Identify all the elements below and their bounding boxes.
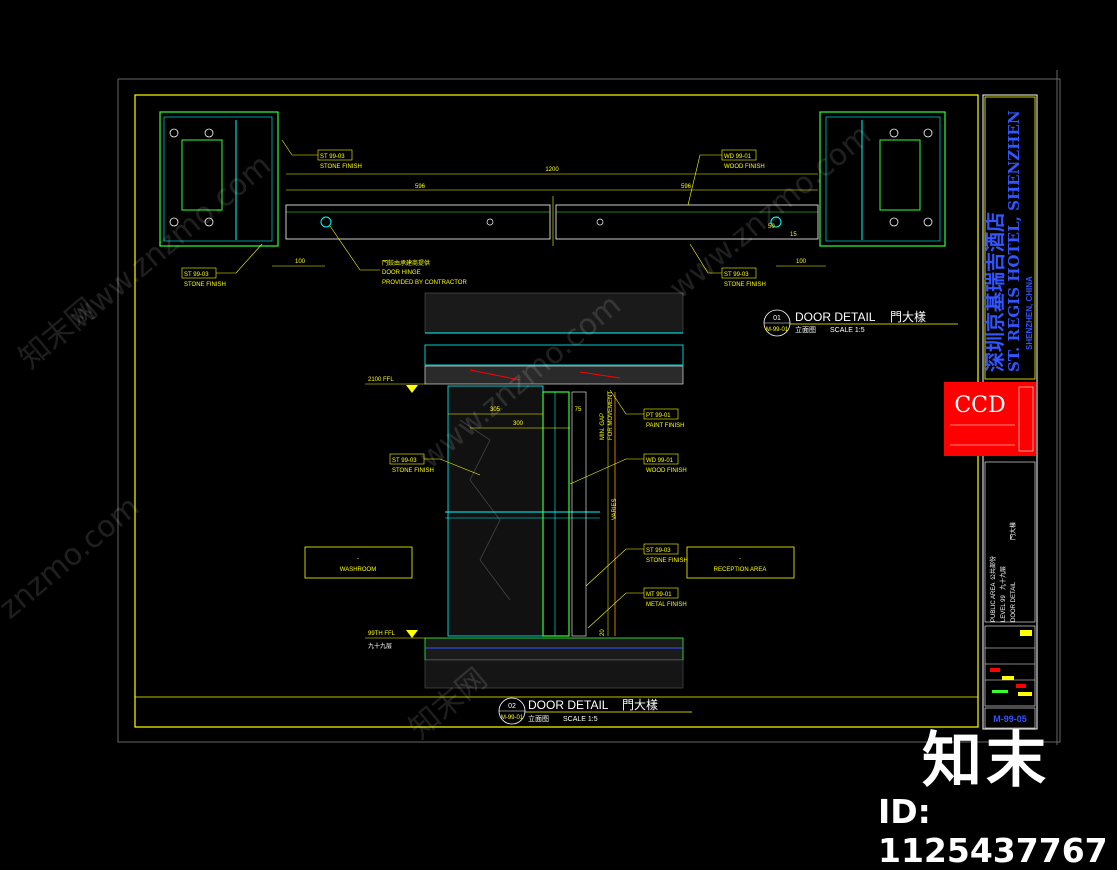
detail02-subtitle: 立面图 xyxy=(528,714,549,723)
level-en: LEVEL 99 xyxy=(1001,595,1007,622)
min-gap-2: FOR MOVEMENT xyxy=(608,391,614,440)
tag-st-left-sub: STONE FINISH xyxy=(392,468,434,474)
tag-st-right-sub: STONE FINISH xyxy=(646,558,688,564)
tag-st-bottom-left-sub: STONE FINISH xyxy=(184,282,226,288)
revision-table xyxy=(984,625,1036,707)
tag-st-top: ST 99-03 xyxy=(320,154,345,160)
level-top: 2100 FFL xyxy=(368,377,394,383)
detail02-number: 02 xyxy=(508,703,516,710)
tag-st-top-sub: STONE FINISH xyxy=(320,164,362,170)
tag-wd: WD 99-01 xyxy=(646,458,674,464)
sheet-number: M-99-05 xyxy=(993,714,1027,724)
dim-b: 15 xyxy=(790,232,797,238)
tag-wd-top-sub: WOOD FINISH xyxy=(724,164,765,170)
dim-left-leaf: 596 xyxy=(415,184,426,190)
detail01-title-cn: 門大樣 xyxy=(890,309,926,324)
tag-st-right: ST 99-03 xyxy=(646,548,671,554)
level-bottom-cn: 九十九层 xyxy=(368,642,392,650)
company-name: CCD xyxy=(954,393,1005,418)
hotel-name-en: ST. REGIS HOTEL, SHENZHEN xyxy=(1005,110,1023,372)
detail01-scale: SCALE 1:5 xyxy=(830,327,865,334)
tag-st-bottom-right-sub: STONE FINISH xyxy=(724,282,766,288)
tag-wd-top: WD 99-01 xyxy=(724,154,752,160)
level-cn: 九十九层 xyxy=(999,566,1007,590)
detail01-title-en: DOOR DETAIL xyxy=(795,310,876,324)
dim-75: 75 xyxy=(575,407,582,413)
watermark-logo: 知末 xyxy=(922,726,1050,796)
level-bottom: 99TH FFL xyxy=(368,631,396,637)
dim-right-small: 100 xyxy=(796,259,807,265)
hinge-note-1: DOOR HINGE xyxy=(382,270,421,276)
tag-mt: MT 99-01 xyxy=(646,592,672,598)
detail-02-section: 2100 FFL 99TH FFL 九十九层 305 300 75 MIN. G… xyxy=(304,292,795,725)
tag-pt-sub: PAINT FINISH xyxy=(646,423,684,429)
tag-mt-sub: METAL FINISH xyxy=(646,602,687,608)
detail-01-plan: 1200 596 596 100 100 50 15 ST 99-03 STON… xyxy=(159,111,958,337)
hotel-name-cn: 深圳京基瑞吉酒店 xyxy=(983,212,1007,372)
watermark-id: ID: 1125437767 xyxy=(878,792,1108,870)
title-block: 深圳京基瑞吉酒店 ST. REGIS HOTEL, SHENZHEN SHENZ… xyxy=(944,96,1036,729)
hinge-note-cn: 門鉸由承建商提供 xyxy=(382,259,430,267)
watermark-brand-1: 知末网 xyxy=(13,291,104,376)
detail01-ref: M-99-01 xyxy=(766,327,789,333)
detail01-number: 01 xyxy=(773,315,781,322)
area-en: PUBLIC AREA xyxy=(991,583,997,622)
dim-305: 305 xyxy=(490,407,501,413)
dim-right-leaf: 596 xyxy=(681,184,692,190)
tag-st-bottom-left: ST 99-03 xyxy=(184,272,209,278)
hinge-note-2: PROVIDED BY CONTRACTOR xyxy=(382,280,467,286)
drawing-en: DOOR DETAIL xyxy=(1011,581,1017,622)
dim-vertical: VARIES xyxy=(612,498,618,520)
dim-bottom: 20 xyxy=(600,629,606,636)
detail01-subtitle: 立面图 xyxy=(795,325,816,334)
room-right-tag: - xyxy=(739,556,741,562)
tag-st-bottom-right: ST 99-03 xyxy=(724,272,749,278)
detail02-title-en: DOOR DETAIL xyxy=(528,698,609,712)
hotel-location: SHENZHEN, CHINA xyxy=(1025,276,1034,350)
dim-300: 300 xyxy=(513,421,524,427)
area-cn: 公共部份 xyxy=(989,556,997,580)
room-right-name: RECEPTION AREA xyxy=(714,567,767,573)
detail02-scale: SCALE 1:5 xyxy=(563,716,598,723)
tag-pt: PT 99-01 xyxy=(646,413,671,419)
drawing-cn: 門大樣 xyxy=(1009,522,1017,540)
watermark-site-4: znzmo.com xyxy=(0,489,146,626)
dim-a: 50 xyxy=(768,224,775,230)
dim-left-small: 100 xyxy=(295,259,306,265)
dim-total: 1200 xyxy=(545,167,559,173)
company-logo xyxy=(944,382,1036,456)
tag-st-left: ST 99-03 xyxy=(392,458,417,464)
detail02-ref: M-99-01 xyxy=(501,715,524,721)
room-left-name: WASHROOM xyxy=(340,567,376,573)
min-gap-1: MIN. GAP xyxy=(600,413,606,440)
detail02-title-cn: 門大樣 xyxy=(622,697,658,712)
drawing-canvas: 深圳京基瑞吉酒店 ST. REGIS HOTEL, SHENZHEN SHENZ… xyxy=(0,70,1061,746)
room-left-tag: - xyxy=(357,556,359,562)
tag-wd-sub: WOOD FINISH xyxy=(646,468,687,474)
